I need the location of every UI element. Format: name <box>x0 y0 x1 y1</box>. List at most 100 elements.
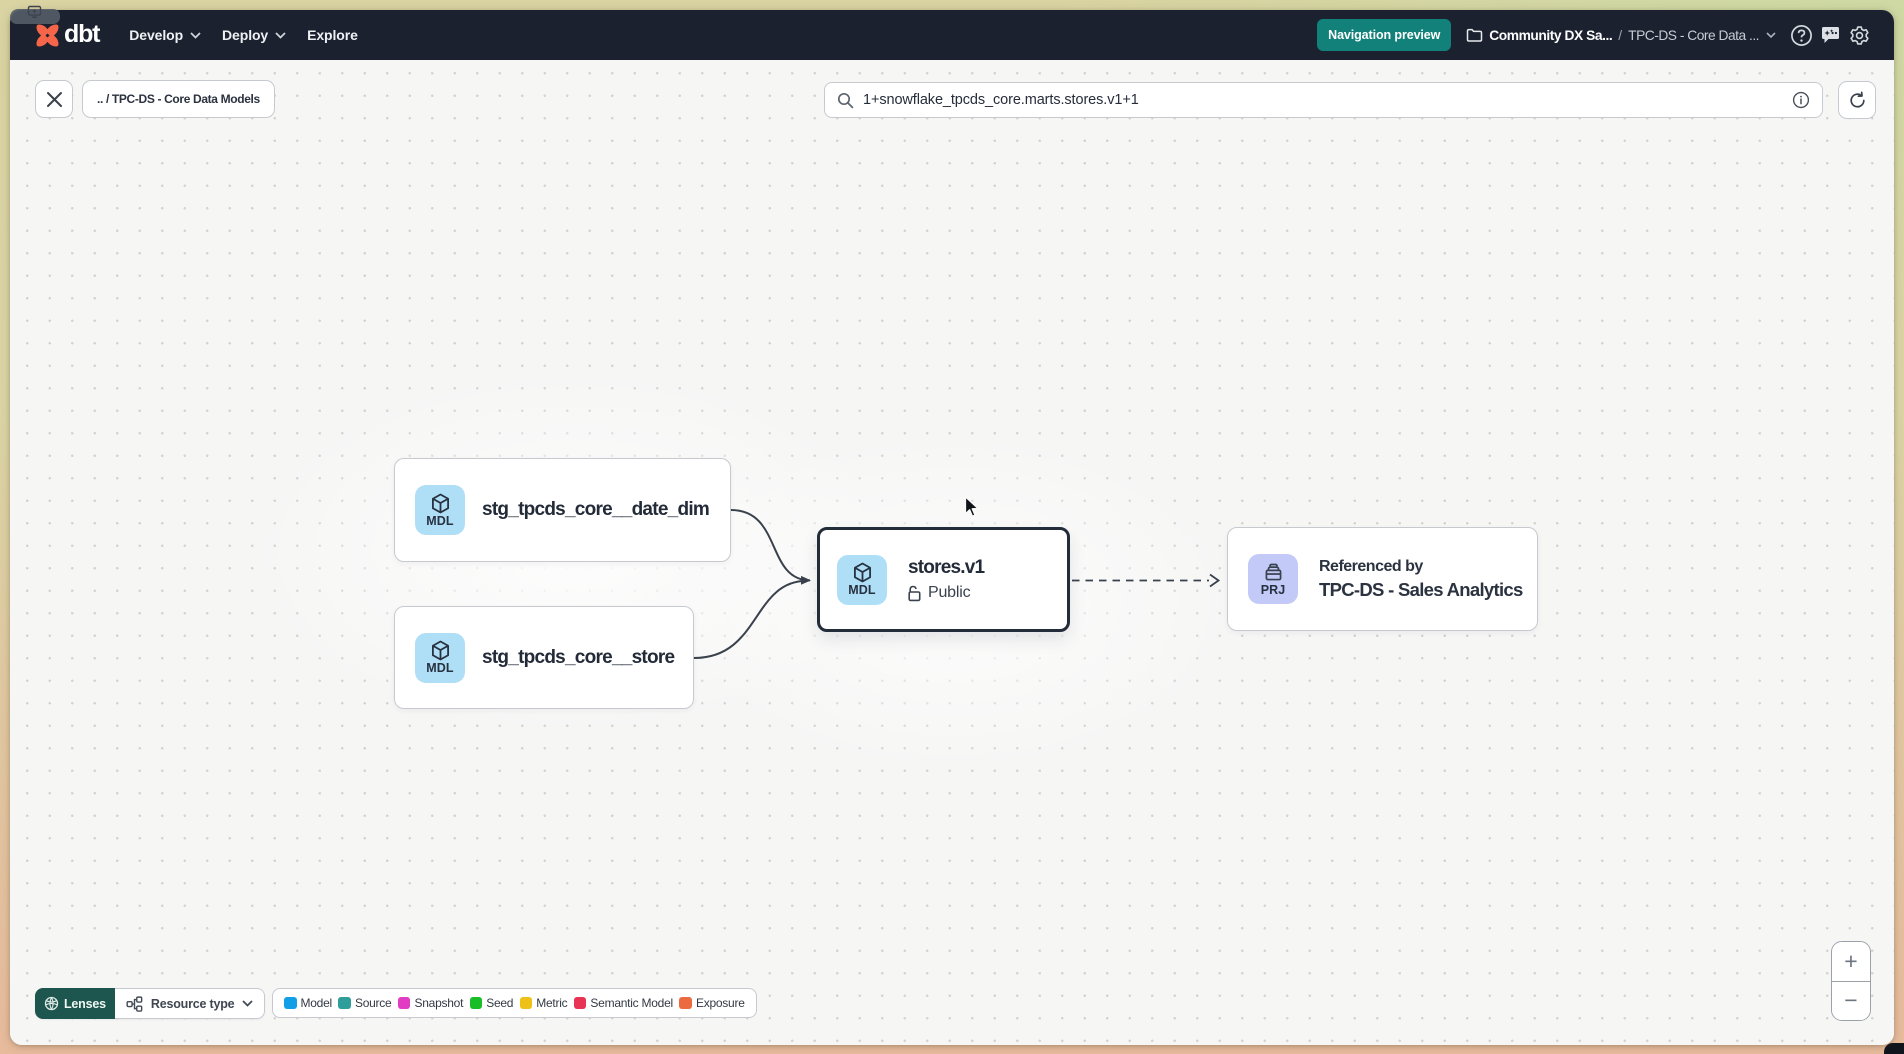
settings-icon[interactable] <box>1847 23 1872 47</box>
chevron-down-icon[interactable] <box>1766 31 1776 39</box>
legend-item-semantic-model: Semantic Model <box>573 996 673 1010</box>
account-breadcrumb: Community DX Sa... / TPC-DS - Core Data … <box>1466 27 1776 43</box>
menu-explore-label: Explore <box>307 27 358 43</box>
legend-label: Semantic Model <box>590 996 673 1010</box>
help-icon[interactable] <box>1789 23 1814 47</box>
edge-date-dim-to-stores <box>730 509 811 585</box>
legend-label: Source <box>354 996 392 1010</box>
legend-swatch <box>679 996 692 1010</box>
mouse-cursor <box>964 496 979 517</box>
cube-icon <box>853 562 871 583</box>
node-access: Public <box>908 584 984 602</box>
chevron-down-icon <box>190 31 201 39</box>
lineage-breadcrumb-chip[interactable]: .. / TPC-DS - Core Data Models <box>82 80 275 118</box>
navbar-right: Navigation preview Community DX Sa... / … <box>1317 19 1872 51</box>
referenced-by-title: Referenced by <box>1319 557 1423 575</box>
edge-store-to-stores <box>693 579 807 659</box>
refresh-icon <box>1849 91 1865 108</box>
node-stg-tpcds-core-date-dim[interactable]: MDL stg_tpcds_core__date_dim <box>394 458 731 562</box>
legend-item-source: Source <box>338 996 392 1010</box>
legend-swatch <box>284 996 297 1010</box>
screen-share-indicator <box>10 5 60 24</box>
main-menu: Develop Deploy Explore <box>129 27 358 43</box>
cube-icon <box>431 493 449 513</box>
cube-icon <box>431 640 449 661</box>
lineage-search <box>824 82 1823 118</box>
legend-label: Exposure <box>695 996 745 1010</box>
legend-swatch <box>519 996 533 1010</box>
node-label: stg_tpcds_core__store <box>482 646 675 668</box>
chevron-down-icon <box>275 31 286 39</box>
model-badge: MDL <box>837 554 887 605</box>
search-icon <box>837 92 854 108</box>
info-icon[interactable] <box>1792 91 1810 109</box>
badge-label: PRJ <box>1260 582 1286 597</box>
close-icon <box>46 91 62 107</box>
resource-type-icon <box>126 995 143 1012</box>
resource-legend: Model Source Snapshot Seed Metric Semant… <box>272 988 757 1018</box>
menu-develop-label: Develop <box>129 27 184 43</box>
monitor-icon <box>27 5 42 18</box>
brand-name: dbt <box>64 19 100 48</box>
node-label: stg_tpcds_core__date_dim <box>482 499 710 520</box>
resource-type-label: Resource type <box>150 996 235 1011</box>
resource-type-dropdown[interactable]: Resource type <box>114 988 266 1019</box>
menu-explore[interactable]: Explore <box>307 27 358 43</box>
legend-item-seed: Seed <box>469 996 514 1010</box>
legend-item-metric: Metric <box>519 996 568 1010</box>
lenses-label: Lenses <box>64 996 106 1011</box>
menu-develop[interactable]: Develop <box>129 27 201 43</box>
folder-icon <box>1467 28 1483 42</box>
search-input[interactable] <box>863 92 1792 108</box>
lineage-canvas[interactable]: .. / TPC-DS - Core Data Models <box>10 60 1894 1045</box>
access-label: Public <box>928 584 971 601</box>
refresh-button[interactable] <box>1838 81 1876 119</box>
breadcrumb-separator: / <box>1618 27 1623 43</box>
legend-swatch <box>338 996 351 1010</box>
navigation-preview-button[interactable]: Navigation preview <box>1317 19 1452 51</box>
legend-swatch <box>397 996 411 1010</box>
dbt-logo[interactable]: dbt <box>34 19 100 49</box>
model-badge: MDL <box>415 632 465 683</box>
badge-label: MDL <box>426 513 454 528</box>
dbt-cloud-window: dbt Develop Deploy Explore Navigation pr… <box>10 10 1894 1045</box>
legend-label: Model <box>300 996 333 1010</box>
breadcrumb-project[interactable]: Community DX Sa... <box>1489 27 1613 43</box>
zoom-controls: + − <box>1831 941 1871 1021</box>
legend-item-model: Model <box>284 996 332 1010</box>
zoom-in-button[interactable]: + <box>1832 942 1870 982</box>
unlock-icon <box>908 585 921 601</box>
legend-label: Snapshot <box>414 996 464 1010</box>
zoom-out-button[interactable]: − <box>1832 981 1870 1020</box>
breadcrumb-section[interactable]: TPC-DS - Core Data ... <box>1628 27 1759 43</box>
close-lineage-button[interactable] <box>35 80 73 118</box>
menu-deploy[interactable]: Deploy <box>222 27 286 43</box>
node-stg-tpcds-core-store[interactable]: MDL stg_tpcds_core__store <box>394 606 694 709</box>
navbar-icon-group <box>1789 23 1872 47</box>
model-badge: MDL <box>415 485 465 535</box>
legend-swatch <box>469 996 483 1010</box>
node-referenced-by-project[interactable]: PRJ Referenced by TPC-DS - Sales Analyti… <box>1227 527 1538 631</box>
legend-label: Metric <box>536 996 568 1010</box>
archive-box-icon <box>1265 563 1281 580</box>
feedback-icon[interactable] <box>1818 23 1843 47</box>
badge-label: MDL <box>848 583 876 597</box>
legend-item-exposure: Exposure <box>679 996 745 1010</box>
project-badge: PRJ <box>1248 554 1298 604</box>
top-navbar: dbt Develop Deploy Explore Navigation pr… <box>10 10 1894 60</box>
legend-swatch <box>573 996 587 1010</box>
node-stores-v1-selected[interactable]: MDL stores.v1 Public <box>817 527 1070 632</box>
node-label: TPC-DS - Sales Analytics <box>1319 578 1523 600</box>
node-label: stores.v1 <box>908 557 985 578</box>
legend-label: Seed <box>486 996 514 1010</box>
legend-item-snapshot: Snapshot <box>397 996 464 1010</box>
menu-deploy-label: Deploy <box>222 27 269 43</box>
background-window-corner <box>1884 1043 1904 1054</box>
edge-arrowhead <box>1209 573 1221 588</box>
chevron-down-icon <box>242 1000 254 1007</box>
dbt-logo-icon <box>36 24 59 46</box>
lenses-button[interactable]: Lenses <box>35 988 115 1019</box>
badge-label: MDL <box>426 661 454 675</box>
lens-icon <box>44 996 59 1011</box>
lens-controls: Lenses Resource type <box>35 988 266 1019</box>
